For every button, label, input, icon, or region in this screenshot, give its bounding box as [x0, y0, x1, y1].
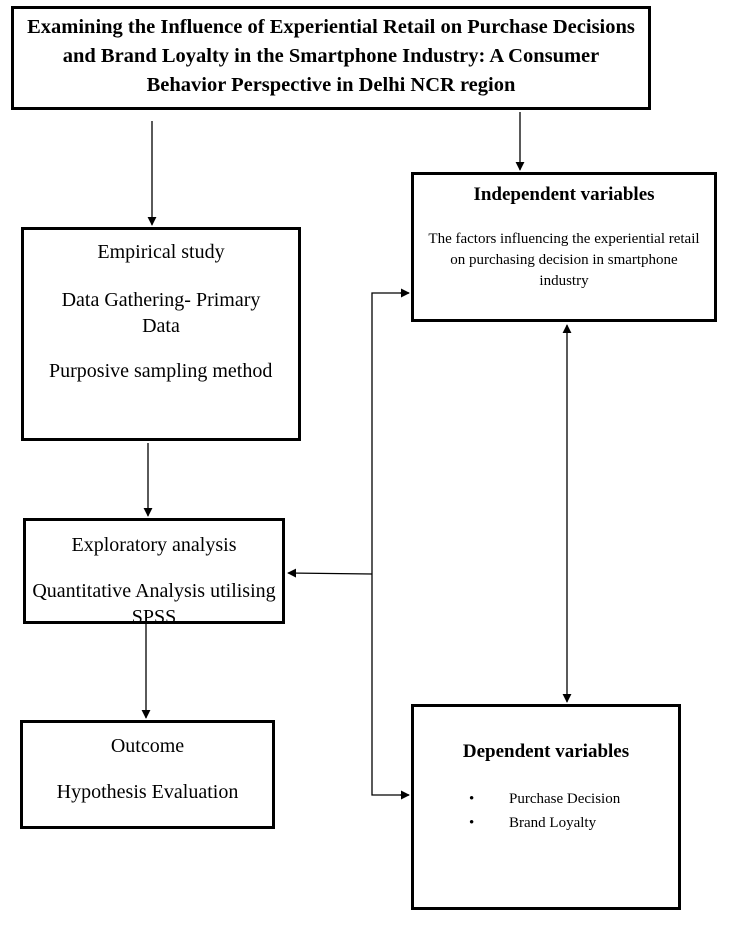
empirical-study-box: Empirical study Data Gathering- Primary … — [21, 227, 301, 441]
outcome-heading: Outcome — [110, 735, 185, 757]
data-gathering-text: Data Gathering- Primary Data — [61, 289, 261, 337]
list-item: • Brand Loyalty — [414, 811, 620, 835]
hypothesis-evaluation-text: Hypothesis Evaluation — [56, 781, 239, 803]
dependent-variables-list: • Purchase Decision • Brand Loyalty — [414, 787, 620, 835]
exploratory-analysis-heading: Exploratory analysis — [71, 534, 237, 556]
quantitative-analysis-text: Quantitative Analysis utilising SPSS — [32, 580, 276, 624]
bracket-line — [371, 292, 409, 796]
independent-variables-description: The factors influencing the experiential… — [428, 231, 700, 289]
exploratory-analysis-box: Exploratory analysis Quantitative Analys… — [23, 518, 285, 624]
bullet-icon: • — [469, 791, 475, 807]
title-box: Examining the Influence of Experiential … — [11, 6, 651, 110]
empirical-study-heading: Empirical study — [97, 241, 225, 263]
sampling-method-text: Purposive sampling method — [49, 360, 273, 382]
bullet-icon: • — [469, 815, 475, 831]
arrow-to-exploratory — [287, 568, 373, 578]
independent-variables-heading: Independent variables — [473, 184, 655, 205]
dependent-variables-heading: Dependent variables — [462, 741, 630, 762]
diagram-title: Examining the Influence of Experiential … — [27, 16, 635, 96]
list-item-label: Purchase Decision — [509, 791, 621, 807]
independent-variables-box: Independent variables The factors influe… — [411, 172, 717, 322]
outcome-box: Outcome Hypothesis Evaluation — [20, 720, 275, 829]
list-item-label: Brand Loyalty — [509, 815, 597, 831]
dependent-variables-box: Dependent variables • Purchase Decision •… — [411, 704, 681, 910]
list-item: • Purchase Decision — [414, 787, 620, 811]
